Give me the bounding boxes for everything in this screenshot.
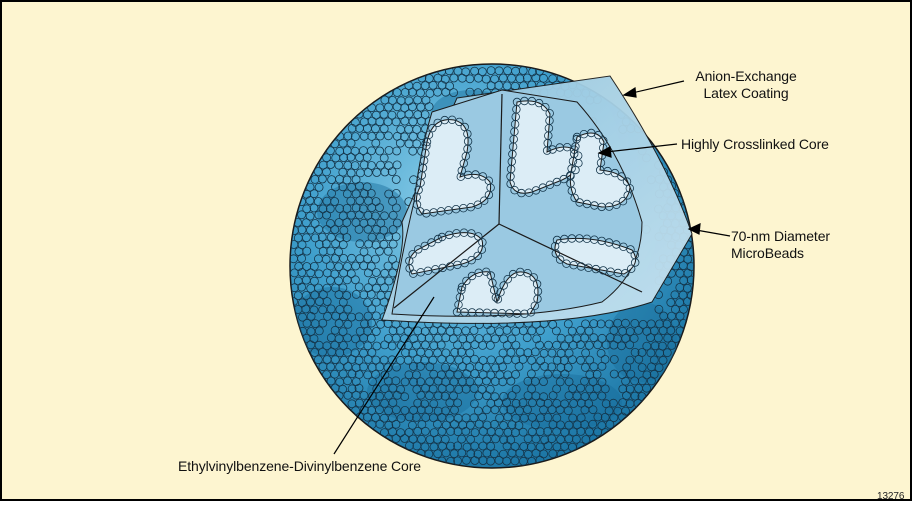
anion-exchange-label-line2: Latex Coating — [676, 85, 816, 102]
anion-exchange-label: Anion-Exchange Latex Coating — [676, 68, 816, 102]
figure-number: 13276 — [877, 488, 904, 505]
microbeads-label: 70-nm Diameter MicroBeads — [731, 228, 830, 262]
microbeads-label-line1: 70-nm Diameter — [731, 228, 830, 245]
microbeads-label-line2: MicroBeads — [731, 245, 830, 262]
anion-exchange-label-line1: Anion-Exchange — [676, 68, 816, 85]
highly-crosslinked-core-label: Highly Crosslinked Core — [681, 136, 829, 153]
evb-dvb-core-label: Ethylvinylbenzene-Divinylbenzene Core — [178, 458, 421, 475]
